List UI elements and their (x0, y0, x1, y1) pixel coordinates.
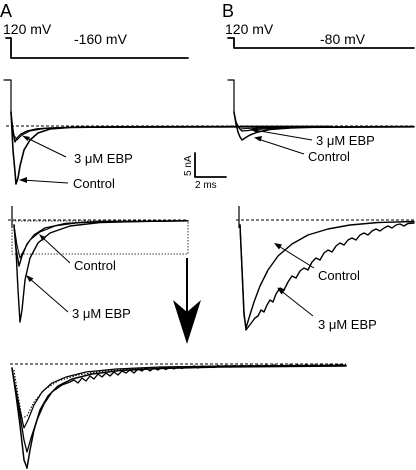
panel-a-voltage-protocol (5, 37, 189, 59)
zoom-arrow (173, 258, 201, 344)
panel-b: B 120 mV -80 mV 3 μM EBP Control (222, 1, 415, 332)
panel-b-label-control: Control (308, 149, 350, 164)
panel-b-normalized-traces (236, 206, 415, 331)
panel-a-letter: A (0, 1, 12, 21)
panel-a-ebp-arrow-head (22, 135, 30, 141)
panel-b-label-ebp-normalized: 3 μM EBP (318, 317, 377, 332)
zoomed-traces (10, 363, 347, 469)
panel-a-control-trace (10, 111, 333, 185)
panel-a-ebp-arrow (24, 136, 67, 158)
scale-bar-current: 5 nA (183, 155, 194, 176)
panel-b-overlay-trace (233, 113, 415, 130)
panel-b-normalized-control-arrow (276, 244, 315, 269)
scale-bar-time: 2 ms (195, 180, 217, 191)
panel-a-raw-annotations: 3 μM EBP Control (19, 135, 133, 191)
panel-b-normalized-ebp-arrow-head (277, 287, 285, 295)
zoomed-ebp-trace (26, 365, 347, 469)
panel-b-ebp-arrow (253, 129, 313, 141)
panel-b-label-ebp: 3 μM EBP (316, 133, 375, 148)
panel-a-label-ebp-normalized: 3 μM EBP (72, 306, 131, 321)
panel-b-normalized-annotations: Control 3 μM EBP (274, 243, 377, 332)
panel-b-prepulse-voltage: 120 mV (225, 21, 274, 37)
panel-a-overlay-trace (10, 114, 333, 141)
panel-b-control-arrow (257, 138, 305, 155)
panel-a-normalized-ebp-arrow (28, 277, 69, 313)
panel-a-control-arrow-head (19, 177, 27, 183)
panel-a-label-control: Control (73, 176, 115, 191)
zoomed-noisy-trace (11, 364, 347, 453)
panel-a-normalized-ebp-arrow-head (26, 275, 34, 282)
zoom-arrow-head (173, 300, 201, 344)
panel-a: A 120 mV -160 mV 3 μM EBP Control (0, 1, 333, 323)
zoomed-dotted-trace (13, 365, 347, 419)
panel-b-letter: B (222, 1, 234, 21)
panel-b-control-arrow-head (254, 136, 262, 142)
panel-a-prepulse-voltage: 120 mV (3, 21, 52, 37)
panel-b-normalized-ebp-trace (239, 222, 415, 331)
panel-b-raw-traces (227, 79, 415, 141)
panel-a-label-ebp: 3 μM EBP (74, 151, 133, 166)
panel-a-control-arrow (21, 179, 69, 184)
panel-a-normalized-overlay-trace (13, 220, 189, 259)
panel-b-ebp-arrow-head (250, 127, 258, 133)
scale-bar: 5 nA 2 ms (183, 152, 227, 191)
panel-a-capacitive-transient (3, 79, 12, 113)
panel-a-normalized-control-arrow-head (39, 234, 46, 241)
panel-a-normalized-traces (8, 206, 189, 323)
panel-a-zoom-box (11, 220, 189, 255)
panel-a-label-control-normalized: Control (74, 258, 116, 273)
panel-b-label-control-normalized: Control (318, 268, 360, 283)
panel-b-capacitive-transient (227, 79, 235, 113)
panel-b-normalized-ebp-arrow (279, 289, 314, 317)
scale-bar-lines (194, 152, 227, 178)
panel-a-raw-traces (3, 79, 333, 185)
panel-a-test-voltage: -160 mV (74, 31, 128, 47)
panel-b-test-voltage: -80 mV (320, 31, 366, 47)
panel-b-normalized-control-arrow-head (274, 243, 282, 250)
panel-a-normalized-control-arrow (41, 236, 71, 264)
panel-b-voltage-protocol (227, 37, 415, 49)
panel-b-raw-annotations: 3 μM EBP Control (250, 127, 375, 164)
panel-a-normalized-annotations: Control 3 μM EBP (26, 234, 131, 321)
zoomed-control-trace (11, 364, 347, 429)
